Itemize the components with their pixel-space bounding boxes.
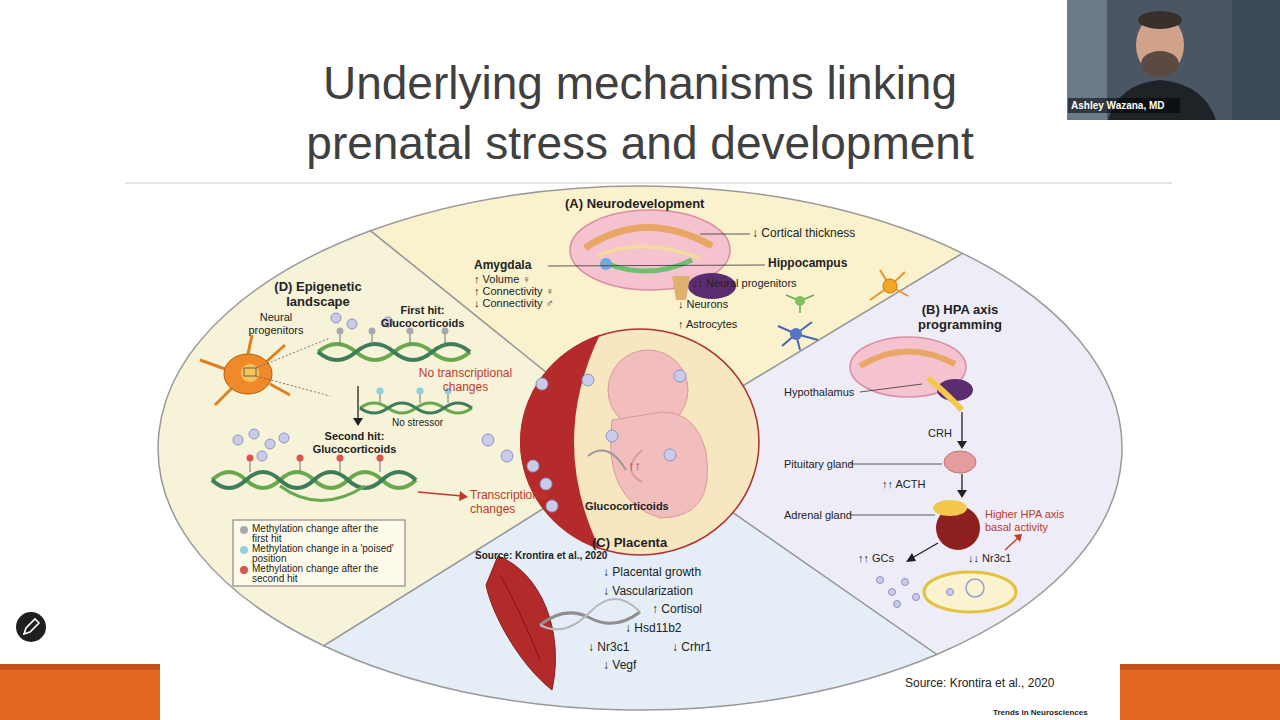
sector-heading: (B) HPA axis programming: [900, 303, 1020, 333]
annotation-label: Hypothalamus: [784, 386, 854, 399]
center-circle-outline: [520, 328, 760, 556]
source-note: Source: Krontira et al., 2020: [475, 550, 607, 562]
legend-text: Methylation change after the first hit: [252, 524, 397, 544]
annotation-label: Higher HPA axis basal activity: [985, 508, 1085, 533]
annotation-label: No stressor: [392, 417, 443, 429]
annotation-label: Pituitary gland: [784, 458, 854, 471]
presenter-hair: [1138, 11, 1182, 29]
journal-watermark: Trends in Neurosciences: [993, 708, 1088, 717]
annotation-label: Adrenal gland: [784, 509, 852, 522]
annotation-label: ↑ Connectivity ♀: [474, 285, 554, 298]
presenter-name: Ashley Wazana, MD: [1071, 100, 1165, 112]
annotation-label: ↓ Vegf: [603, 659, 636, 673]
annotation-label: CRH: [928, 427, 952, 440]
legend-swatch: [240, 526, 248, 534]
annotation-label: ↑ Volume ♀: [474, 273, 531, 286]
legend-text: Methylation change in a 'poised' positio…: [252, 544, 397, 564]
annotation-label: Hippocampus: [768, 257, 847, 271]
annotation-label: ↓ Cortical thickness: [752, 227, 855, 241]
annotation-label: No transcriptional changes: [398, 367, 533, 395]
annotation-label: ↓ Vascularization: [603, 585, 693, 599]
annotation-label: ↓ Neurons: [678, 298, 728, 311]
annotation-label: ↓↑ Neural progenitors: [692, 277, 797, 290]
annotation-label: ↑↑ ACTH: [882, 478, 925, 491]
presenter-beard: [1141, 51, 1179, 77]
pencil-glyph: [24, 619, 39, 634]
center-label: Glucocorticoids: [585, 500, 669, 513]
video-curtain: [1232, 0, 1280, 120]
annotation-label: ↑ Astrocytes: [678, 318, 737, 331]
annotation-label: ↓ Placental growth: [603, 566, 701, 580]
name-bar: [1068, 98, 1180, 113]
sector-heading: (D) Epigenetic landscape: [266, 280, 370, 310]
video-tile: [1067, 0, 1280, 120]
sector-heading: (C) Placenta: [592, 536, 667, 551]
slide-title: Underlying mechanisms linking prenatal s…: [260, 54, 1020, 174]
annotation-label: Neural progenitors: [240, 311, 312, 336]
sector-heading: (A) Neurodevelopment: [565, 197, 704, 212]
annotation-label: ↑ Cortisol: [652, 603, 702, 617]
annotation-label: Second hit: Glucocorticoids: [292, 430, 417, 455]
center-ellipse: [521, 329, 759, 555]
annotation-label: ↑↑ GCs: [858, 552, 894, 565]
annotation-label: ↓↓ Nr3c1: [968, 552, 1011, 565]
center-circle: ↑↑ Glucocorticoids: [520, 328, 760, 556]
center-label: ↑↑: [628, 459, 641, 474]
annotation-label: ↓ Crhr1: [672, 641, 711, 655]
annotation-label: ↓ Hsd11b2: [625, 622, 681, 636]
annotation-label: ↓ Nr3c1: [588, 641, 629, 655]
annotation-label: First hit: Glucocorticoids: [365, 304, 480, 329]
legend-swatch: [240, 566, 248, 574]
legend-swatch: [240, 546, 248, 554]
title-rule: [125, 183, 1172, 184]
pencil-icon: [16, 612, 46, 642]
legend-text: Methylation change after the second hit: [252, 564, 397, 584]
annotation-label: Amygdala: [474, 259, 531, 273]
annotation-label: ↓ Connectivity ♂: [474, 297, 554, 310]
annotation-label: Transcriptional changes: [470, 489, 570, 517]
source-note: Source: Krontira et al., 2020: [905, 677, 1054, 691]
